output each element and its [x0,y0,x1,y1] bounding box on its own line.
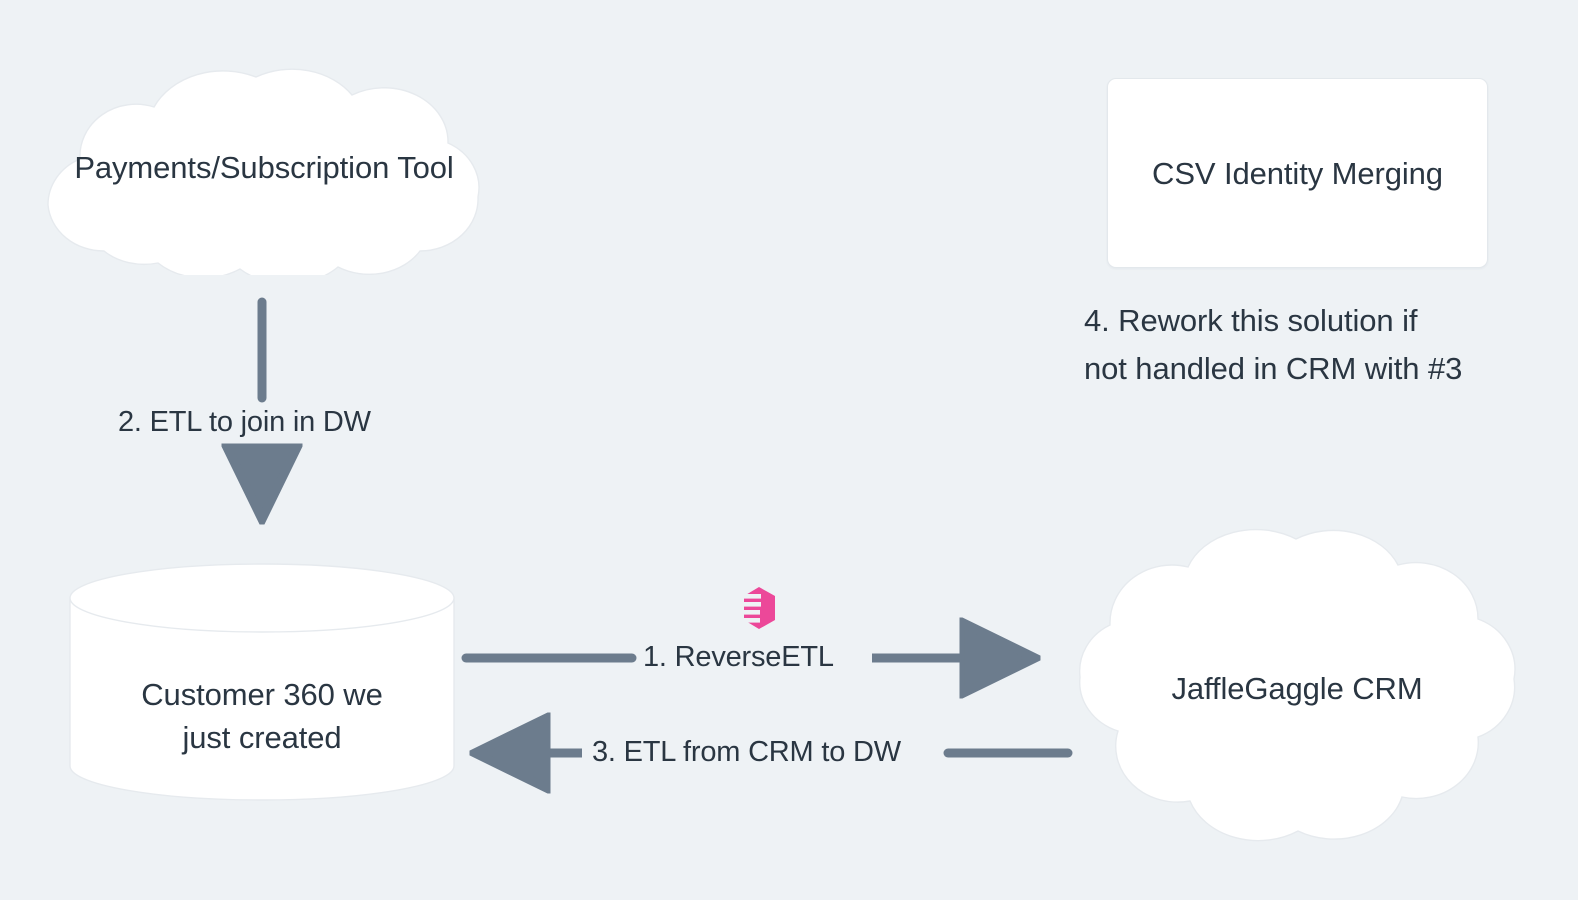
edge-label-reverse-etl: 1. ReverseETL [637,643,840,672]
node-csv-identity-merging[interactable]: CSV Identity Merging [1107,78,1488,268]
annotation-rework-note: 4. Rework this solution if not handled i… [1084,303,1463,387]
node-payments-subscription-tool[interactable]: Payments/Subscription Tool [8,55,520,275]
node-label: JaffleGaggle CRM [1171,671,1423,706]
edge-label-etl-join-dw: 2. ETL to join in DW [112,408,377,437]
node-label: Payments/Subscription Tool [74,150,454,185]
node-label: Customer 360 we just created [141,677,383,755]
node-jafflegaggle-crm[interactable]: JaffleGaggle CRM [1058,525,1536,845]
node-label: CSV Identity Merging [1152,156,1443,191]
dbt-logo-glyph [732,587,775,629]
cloud-shape [1078,528,1516,842]
cylinder-shape [69,563,455,801]
edge-label-etl-crm-to-dw: 3. ETL from CRM to DW [586,738,907,767]
node-customer-360-warehouse[interactable]: Customer 360 we just created [68,562,456,802]
cloud-shape [47,68,480,275]
dbt-logo-icon [732,586,783,630]
